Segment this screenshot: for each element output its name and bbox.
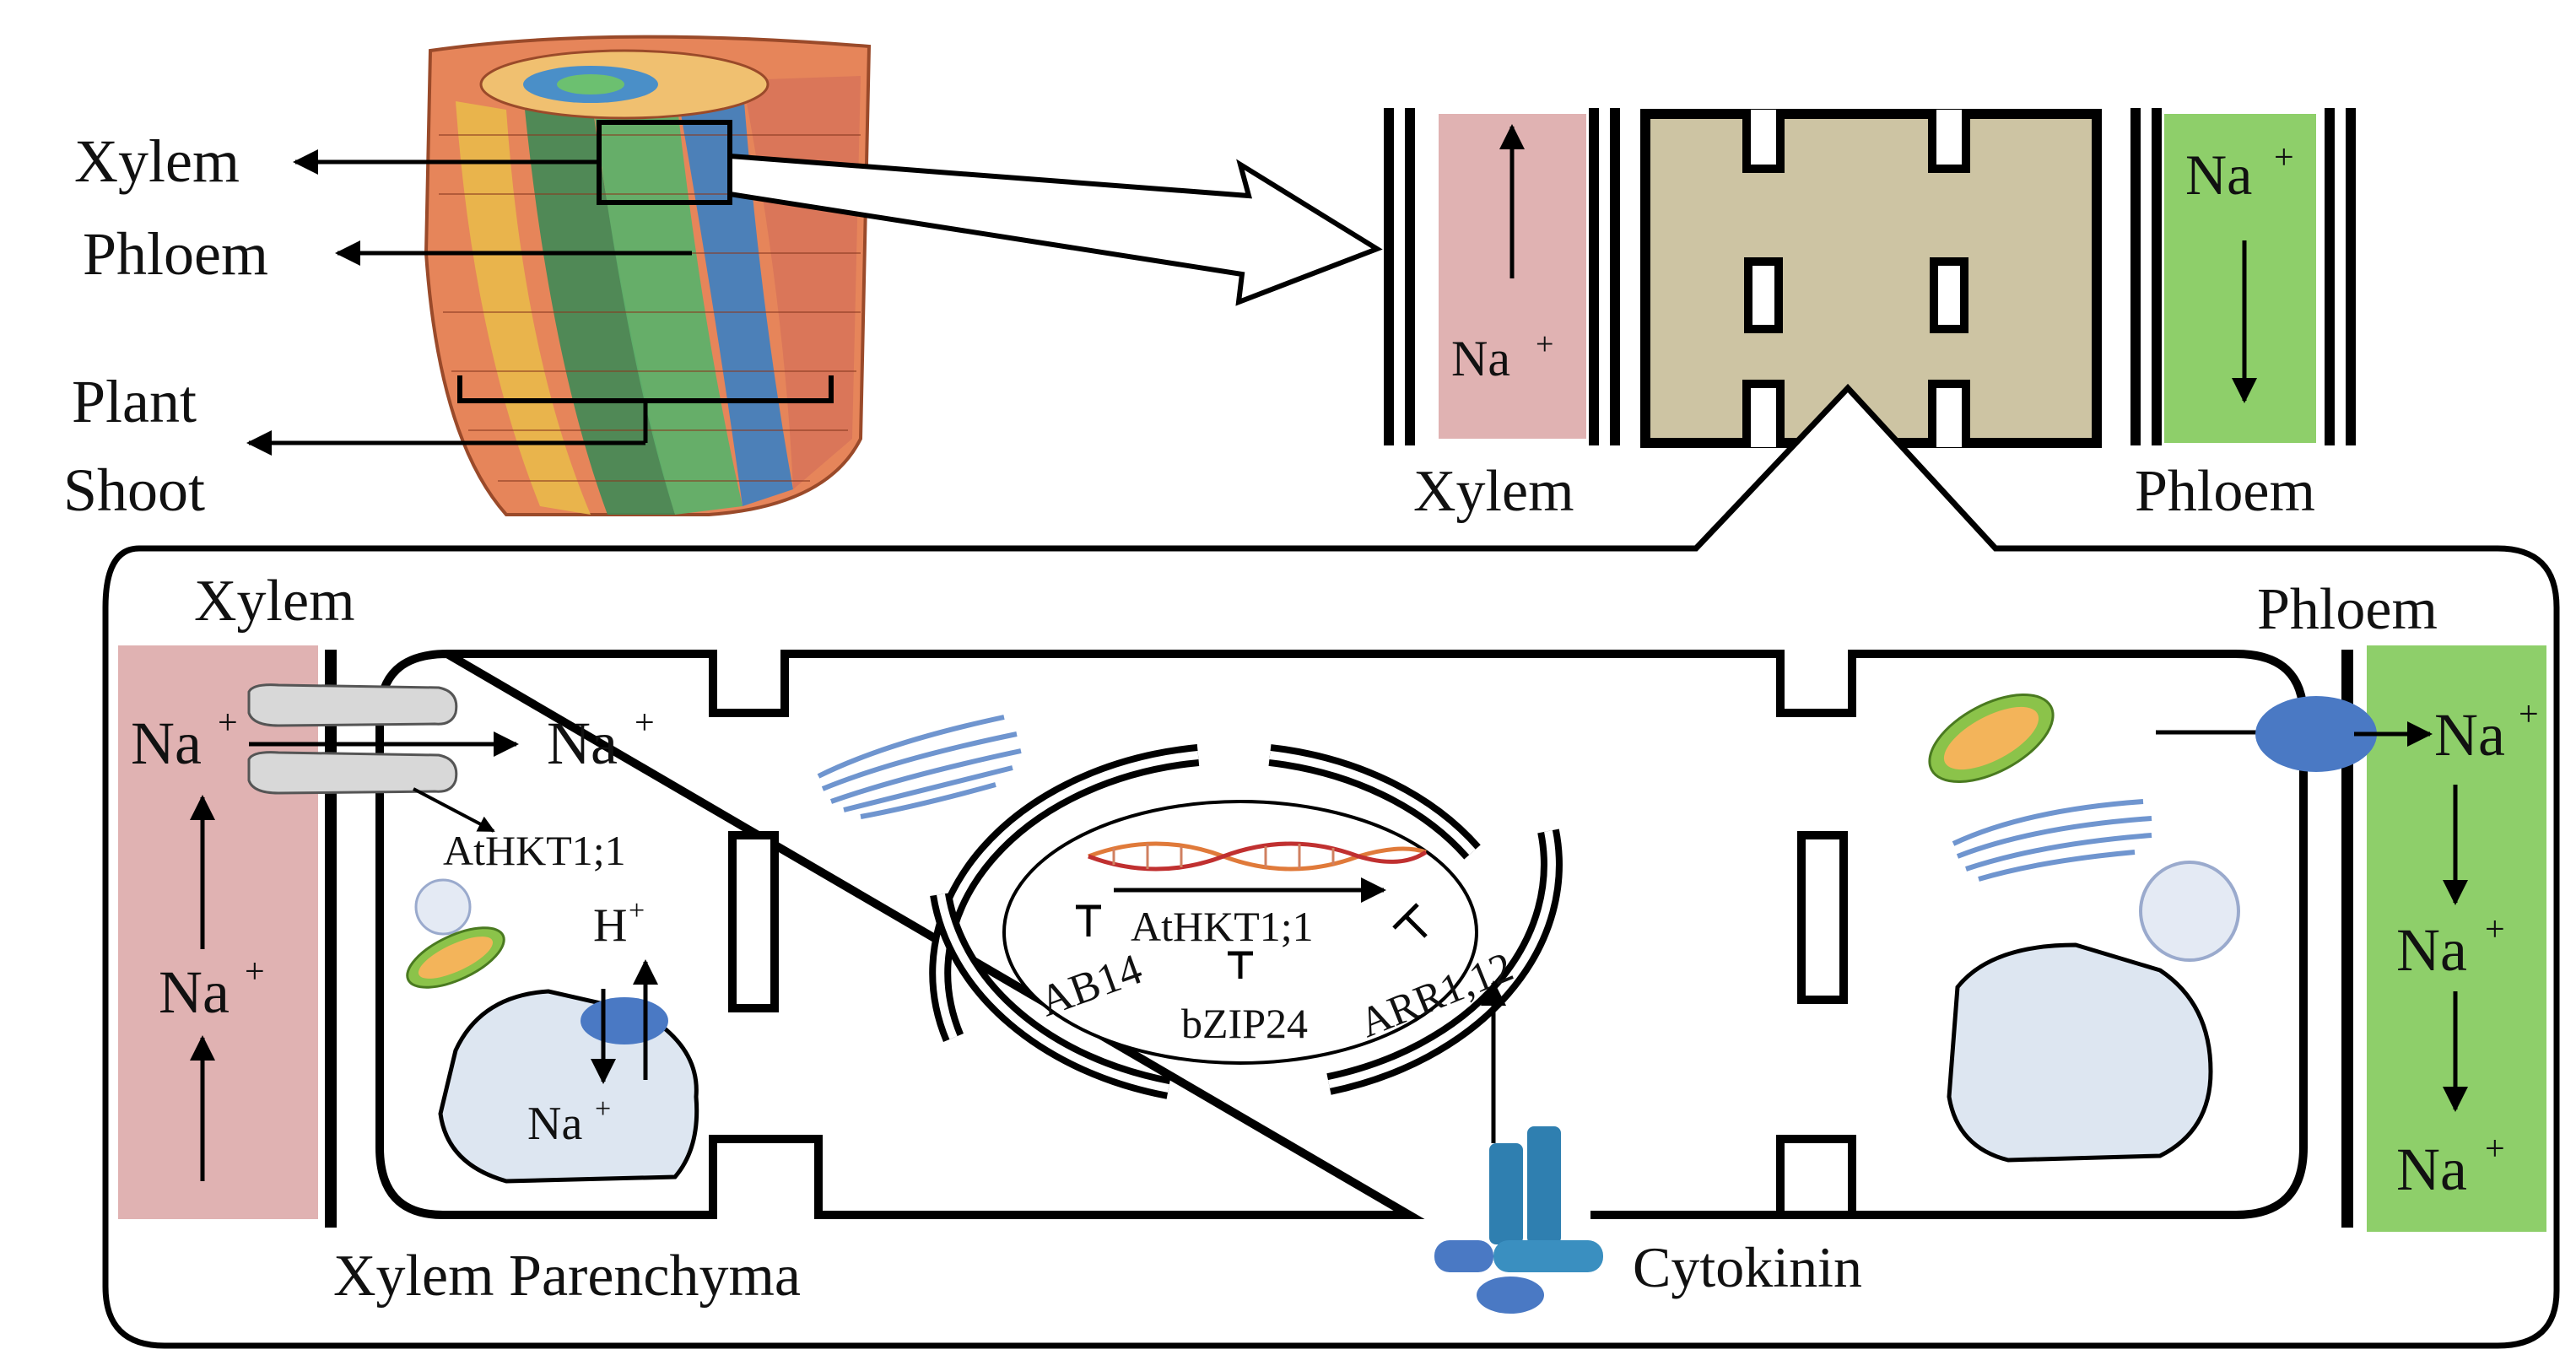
vacuole-right bbox=[1947, 942, 2213, 1163]
svg-text:+: + bbox=[2485, 910, 2505, 949]
cell-xylem-label: Xylem bbox=[194, 569, 355, 634]
cytokinin-receptor-icon bbox=[1434, 1126, 1603, 1314]
root-phloem-label: Phloem bbox=[83, 220, 268, 288]
inhibition-marks bbox=[1076, 903, 1428, 979]
na-xylem-1: Na bbox=[131, 710, 202, 777]
svg-text:+: + bbox=[2519, 695, 2539, 734]
na-phloem-2: Na bbox=[2396, 916, 2467, 984]
na-phloem-1: Na bbox=[2434, 701, 2505, 769]
na-vacuole-label: Na bbox=[527, 1098, 582, 1150]
xylem-column bbox=[118, 645, 318, 1219]
athkt1-channel bbox=[247, 683, 458, 795]
endoplasmic-reticulum-icon bbox=[817, 715, 1022, 819]
nucleus-right-icon bbox=[2139, 861, 2240, 962]
mitochondrion-icon bbox=[406, 926, 505, 989]
zoom-arrow bbox=[727, 153, 1383, 306]
proton-antiporter bbox=[581, 997, 668, 1044]
shoot-label: Shoot bbox=[63, 456, 205, 524]
svg-text:+: + bbox=[635, 704, 655, 742]
athkt1-channel-label: AtHKT1;1 bbox=[443, 827, 626, 874]
vessel-xylem-label: Xylem bbox=[1413, 459, 1574, 524]
xylem-parenchyma-label: Xylem Parenchyma bbox=[333, 1244, 801, 1309]
vessel-phloem-label: Phloem bbox=[2135, 459, 2315, 524]
na-phloem-3: Na bbox=[2396, 1136, 2467, 1203]
svg-text:+: + bbox=[245, 953, 265, 991]
athkt1-gene-label: AtHKT1;1 bbox=[1131, 903, 1314, 950]
plant-label: Plant bbox=[72, 368, 197, 435]
nucleus-small-icon bbox=[414, 878, 472, 936]
dna-helix-icon bbox=[1088, 841, 1428, 872]
na-transport-label: Na bbox=[547, 710, 618, 777]
phloem-transporter bbox=[2255, 696, 2377, 772]
vessel-tan-cell bbox=[1640, 109, 2102, 448]
mitochondrion-right-icon bbox=[1928, 693, 2055, 784]
cell-phloem-label: Phloem bbox=[2257, 577, 2438, 642]
svg-text:+: + bbox=[2485, 1130, 2505, 1169]
root-xylem-label: Xylem bbox=[74, 127, 240, 195]
pit-left bbox=[728, 831, 779, 1012]
pit-right bbox=[1797, 831, 1848, 1004]
phloem-column bbox=[2367, 645, 2546, 1232]
h-ion-label: H bbox=[593, 899, 627, 952]
bzip24-label: bZIP24 bbox=[1181, 1000, 1308, 1047]
vessel-detail: Na + Na + bbox=[1384, 108, 2356, 448]
svg-text:+: + bbox=[1536, 327, 1553, 362]
svg-text:+: + bbox=[2274, 138, 2294, 177]
svg-text:+: + bbox=[629, 895, 645, 926]
svg-text:+: + bbox=[218, 704, 238, 742]
vessel-na-right: Na bbox=[2185, 143, 2252, 207]
na-xylem-2: Na bbox=[159, 958, 230, 1026]
vessel-na-left: Na bbox=[1451, 331, 1510, 386]
golgi-right-icon bbox=[1952, 799, 2152, 882]
svg-text:+: + bbox=[595, 1093, 611, 1125]
cytokinin-label: Cytokinin bbox=[1633, 1235, 1862, 1299]
